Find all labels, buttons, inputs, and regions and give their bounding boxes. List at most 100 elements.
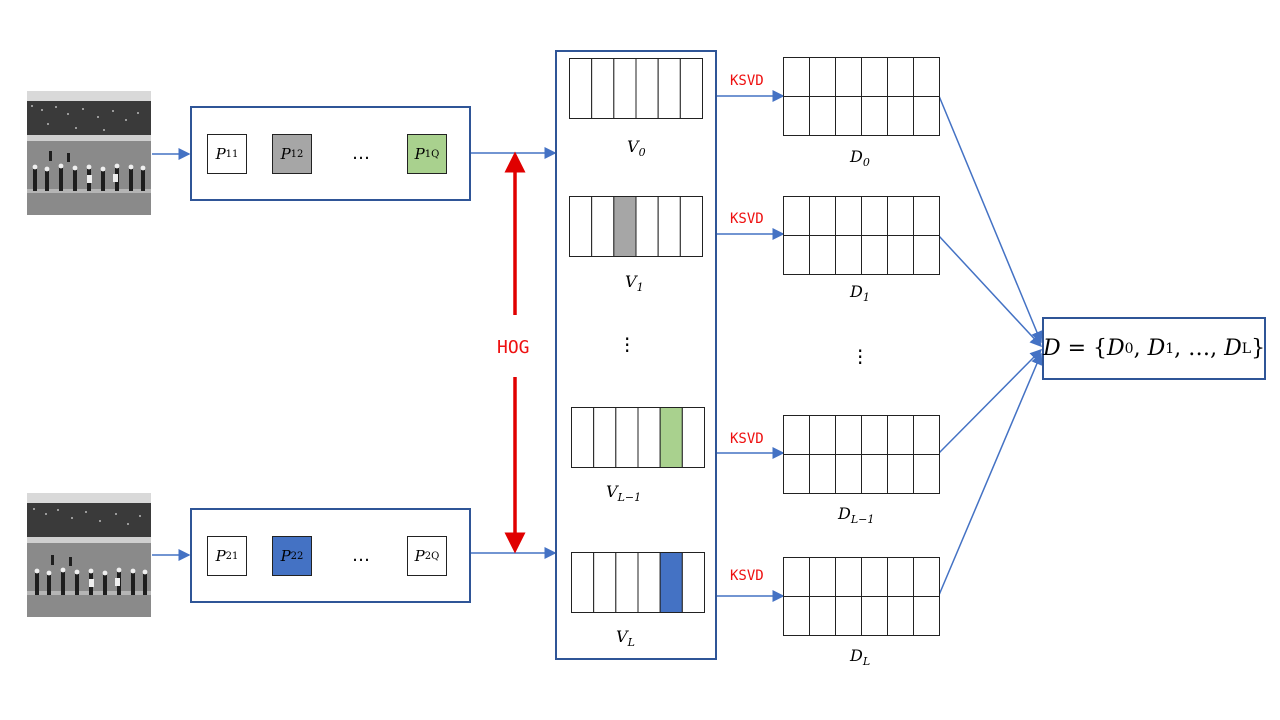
dictionary-atom [809, 415, 836, 455]
dictionary-atom [913, 196, 940, 236]
dictionary-d0 [783, 57, 940, 140]
result-item: D [1224, 336, 1242, 361]
patch-subscript: 12 [290, 148, 304, 160]
dictionary-dl [783, 557, 940, 640]
merge-arrow-1 [938, 235, 1043, 348]
dictionary-atom [913, 57, 940, 97]
dictionary-atom [783, 596, 810, 636]
vector-cell [637, 407, 661, 468]
dictionary-atom [783, 454, 810, 494]
dictionary-grid [783, 196, 940, 275]
merge-arrow-l-1 [938, 348, 1043, 454]
result-item-subscript: L [1241, 340, 1252, 357]
vector-v1 [569, 196, 704, 261]
patch-label: P [215, 547, 226, 565]
dictionary-atom [861, 454, 888, 494]
dictionary-atom [913, 454, 940, 494]
vector-cell [657, 58, 681, 119]
dictionary-grid [783, 557, 940, 636]
dictionary-atom [887, 596, 914, 636]
vector-cell [659, 407, 683, 468]
dictionary-atom [861, 196, 888, 236]
vector-strip [569, 58, 704, 119]
result-ellipsis: … [1188, 336, 1211, 361]
dictionary-atom [835, 196, 862, 236]
result-close-brace: } [1251, 336, 1266, 361]
ksvd-label-1: KSVD [730, 211, 764, 227]
patch-label: P [215, 145, 226, 163]
dictionary-atom [783, 57, 810, 97]
vector-cell [593, 552, 617, 613]
vector-cell [571, 552, 595, 613]
vector-label-v1: V1 [625, 272, 644, 295]
dictionary-atom [809, 235, 836, 275]
vector-cell [591, 58, 615, 119]
merge-arrow-l [938, 352, 1043, 596]
dictionary-atom [809, 557, 836, 597]
patch-label: P [280, 145, 291, 163]
patch-subscript: 21 [225, 550, 239, 562]
dictionary-atom [835, 415, 862, 455]
dictionary-atom [809, 57, 836, 97]
dictionary-atom [783, 196, 810, 236]
dictionary-atom [783, 415, 810, 455]
patch-subscript: 11 [225, 148, 239, 160]
patch-subscript: 2Q [424, 550, 440, 562]
dictionary-atom [913, 96, 940, 136]
dictionary-atom [887, 454, 914, 494]
result-item: D [1147, 336, 1166, 361]
dictionary-atom [809, 596, 836, 636]
dictionary-atom [861, 596, 888, 636]
patch-label: P [414, 145, 425, 163]
dictionary-atom [861, 96, 888, 136]
vector-label-v0: V0 [627, 137, 646, 160]
vector-cell [569, 58, 593, 119]
dictionary-atom [835, 235, 862, 275]
vector-vl-1 [571, 407, 706, 472]
dictionary-atom [809, 96, 836, 136]
dictionary-atom [913, 557, 940, 597]
vector-cell [681, 407, 706, 468]
vector-cell [613, 196, 637, 257]
result-item: D [1107, 336, 1125, 361]
dictionary-grid [783, 57, 940, 136]
vector-vl [571, 552, 706, 617]
vector-cell [679, 58, 704, 119]
dictionary-atom [835, 454, 862, 494]
patch-subscript: 1Q [424, 148, 440, 160]
dictionary-label-dl: DL [850, 646, 871, 669]
dictionary-grid [783, 415, 940, 494]
dictionary-d1 [783, 196, 940, 279]
result-equals: = [1067, 336, 1087, 361]
patch-ellipsis: … [352, 143, 370, 164]
vector-cell [593, 407, 617, 468]
vector-cell [635, 58, 659, 119]
ksvd-label-0: KSVD [730, 73, 764, 89]
vector-cell [635, 196, 659, 257]
patch-subscript: 22 [290, 550, 304, 562]
dictionary-atom [809, 196, 836, 236]
vector-cell [615, 407, 639, 468]
dictionary-atom [887, 57, 914, 97]
vector-label-vl-1: VL−1 [606, 482, 642, 505]
vector-label-vl: VL [616, 627, 635, 650]
vector-cell [615, 552, 639, 613]
patch-label: P [280, 547, 291, 565]
vector-cell [613, 58, 637, 119]
result-item-subscript: 0 [1124, 340, 1134, 357]
dictionary-atom [913, 596, 940, 636]
dictionary-atom [783, 235, 810, 275]
hog-label: HOG [497, 337, 530, 358]
dictionary-atom [861, 57, 888, 97]
dictionary-atom [887, 235, 914, 275]
dictionary-atom [913, 415, 940, 455]
merge-arrow-0 [938, 95, 1043, 344]
dictionary-vertical-ellipsis: ··· [857, 339, 864, 375]
